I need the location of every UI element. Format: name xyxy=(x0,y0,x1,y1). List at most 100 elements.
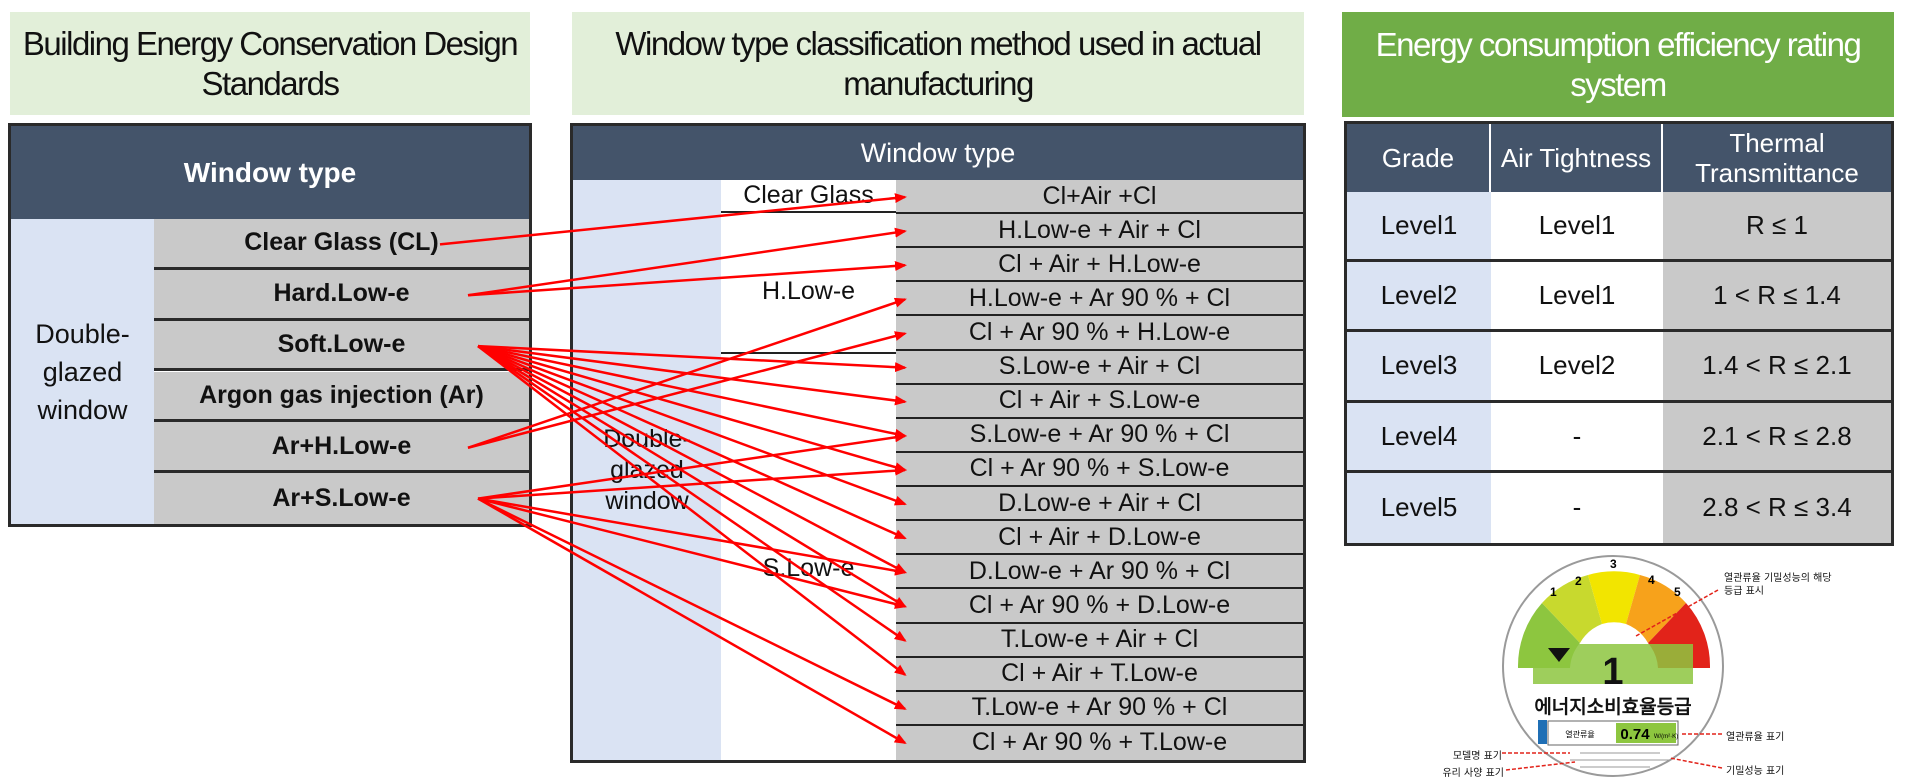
callout-right-mid: 열관류율 표기 xyxy=(1726,732,1785,743)
rating-cell-text: Level2 xyxy=(1380,280,1458,311)
rating-cell-text: R ≤ 1 xyxy=(1746,210,1808,241)
scale-5: 5 xyxy=(1674,585,1681,599)
group-clear-glass-label: Clear Glass xyxy=(743,181,874,209)
middle-header-text: Window type classification method used i… xyxy=(615,24,1262,102)
callout-left-bottom: 유리 사양 표기 xyxy=(1442,768,1504,779)
scale-segment-2 xyxy=(1542,575,1602,643)
middle-item-label: D.Low-e + Air + Cl xyxy=(998,488,1201,517)
grade-cell: Level4 xyxy=(1347,402,1491,473)
connector-arrow xyxy=(477,344,907,406)
middle-item: S.Low-e + Air + Cl xyxy=(896,350,1303,385)
col-thermal-transmittance: Thermal Transmittance xyxy=(1663,124,1891,192)
connector-arrow xyxy=(477,497,907,710)
connector-arrow xyxy=(477,345,907,642)
thermal-transmittance-cell: 1.4 < R ≤ 2.1 xyxy=(1663,332,1891,403)
rating-cell-text: - xyxy=(1572,492,1582,523)
left-item: Soft.Low-e xyxy=(154,320,529,372)
connector-arrow xyxy=(477,432,907,500)
middle-item-label: Cl + Air + H.Low-e xyxy=(998,249,1201,278)
rating-cell-text: - xyxy=(1572,420,1582,451)
thermal-transmittance-cell: 1 < R ≤ 1.4 xyxy=(1663,262,1891,333)
middle-item-label: Cl + Air + D.Low-e xyxy=(998,522,1201,551)
connector-arrow xyxy=(477,497,907,609)
rating-cell-text: Level3 xyxy=(1380,350,1458,381)
left-table-header-text: Window type xyxy=(183,156,357,188)
left-item: Clear Glass (CL) xyxy=(154,219,529,270)
connector-arrow xyxy=(477,497,907,745)
middle-item: T.Low-e + Air + Cl xyxy=(896,623,1303,658)
group-h-low-e-label: H.Low-e xyxy=(761,277,856,305)
col-grade: Grade xyxy=(1347,124,1491,192)
label-value-bg xyxy=(1616,723,1676,743)
scale-segment-4 xyxy=(1626,575,1686,643)
callout-line-left-bottom xyxy=(1505,761,1576,771)
energy-label-image: 1 1 2 3 4 5 에너지소비효율등급 열관류율 0.74 W/(m²·K)… xyxy=(1430,548,1840,779)
middle-item: H.Low-e + Air + Cl xyxy=(896,214,1303,249)
rating-cell-text: 1 < R ≤ 1.4 xyxy=(1713,280,1841,311)
label-unit: W/(m²·K) xyxy=(1654,734,1678,740)
left-item: Ar+H.Low-e xyxy=(154,422,529,474)
col-air-tightness: Air Tightness xyxy=(1491,124,1663,192)
label-value: 0.74 xyxy=(1620,726,1650,743)
rating-cell-text: Level1 xyxy=(1538,210,1616,241)
middle-item: H.Low-e + Ar 90 % + Cl xyxy=(896,282,1303,317)
grade-cell: Level2 xyxy=(1347,262,1491,333)
rating-cell-text: 2.8 < R ≤ 3.4 xyxy=(1702,492,1852,523)
middle-table-header-text: Window type xyxy=(860,137,1016,168)
callout-line-top-right xyxy=(1635,589,1719,637)
middle-item-label: Cl + Air + S.Low-e xyxy=(998,386,1201,415)
middle-item: T.Low-e + Ar 90 % + Cl xyxy=(896,691,1303,726)
middle-table-header: Window type xyxy=(573,126,1303,180)
kc-mark-icon xyxy=(1538,720,1547,744)
connector-arrow xyxy=(477,344,907,473)
rating-cell-text: Level5 xyxy=(1380,492,1458,523)
left-item-label: Hard.Low-e xyxy=(273,279,410,308)
callout-left-mid: 모델명 표기 xyxy=(1452,751,1502,762)
middle-item: Cl + Ar 90 % + T.Low-e xyxy=(896,725,1303,760)
middle-table: Window type Double-glazed window Clear G… xyxy=(570,123,1306,763)
grade-cell: Level1 xyxy=(1347,192,1491,263)
left-item-label: Ar+H.Low-e xyxy=(271,431,412,460)
air-tightness-cell: - xyxy=(1491,472,1663,543)
middle-item: Cl + Air + T.Low-e xyxy=(896,657,1303,692)
col-air-tightness-text: Air Tightness xyxy=(1500,142,1652,173)
callout-top-right: 열관류율 기밀성능의 해당등급 표시 xyxy=(1724,573,1832,597)
scale-4: 4 xyxy=(1648,573,1655,587)
thermal-transmittance-cell: R ≤ 1 xyxy=(1663,192,1891,263)
middle-row-label-text: Double-glazed window xyxy=(603,424,691,515)
left-item-label: Soft.Low-e xyxy=(277,330,406,359)
connector-arrow xyxy=(467,331,907,449)
air-tightness-cell: Level2 xyxy=(1491,332,1663,403)
rating-cell-text: Level4 xyxy=(1380,420,1458,451)
label-value-label: 열관류율 xyxy=(1565,729,1594,739)
callout-right-bottom: 기밀성능 표기 xyxy=(1726,766,1785,777)
middle-item-label: H.Low-e + Air + Cl xyxy=(998,215,1201,244)
right-header-text: Energy consumption efficiency rating sys… xyxy=(1375,25,1862,103)
scale-2: 2 xyxy=(1575,574,1582,588)
middle-item-label: Cl + Ar 90 % + D.Low-e xyxy=(968,590,1231,619)
middle-item: Cl + Ar 90 % + H.Low-e xyxy=(896,316,1303,351)
middle-row-label: Double-glazed window xyxy=(573,180,721,760)
middle-item: Cl + Air + S.Low-e xyxy=(896,384,1303,419)
connector-arrow xyxy=(439,193,907,246)
middle-item: D.Low-e + Air + Cl xyxy=(896,487,1303,522)
left-item-label: Argon gas injection (Ar) xyxy=(199,380,484,409)
connector-arrow xyxy=(467,227,907,297)
group-clear-glass: Clear Glass xyxy=(721,180,896,213)
group-h-low-e: H.Low-e xyxy=(721,215,896,354)
middle-header: Window type classification method used i… xyxy=(572,12,1304,115)
middle-item: S.Low-e + Ar 90 % + Cl xyxy=(896,418,1303,453)
middle-item: Cl + Air + D.Low-e xyxy=(896,521,1303,556)
middle-item-label: S.Low-e + Air + Cl xyxy=(998,352,1201,381)
middle-item: D.Low-e + Ar 90 % + Cl xyxy=(896,555,1303,590)
connector-arrow xyxy=(477,344,907,373)
left-item-label: Ar+S.Low-e xyxy=(272,484,411,513)
grade-cell: Level3 xyxy=(1347,332,1491,403)
middle-item-label: D.Low-e + Ar 90 % + Cl xyxy=(968,556,1231,585)
connector-arrow xyxy=(477,344,907,506)
left-item: Argon gas injection (Ar) xyxy=(154,371,529,423)
col-thermal-transmittance-text: Thermal Transmittance xyxy=(1695,128,1859,188)
energy-label-graphic: 1 1 2 3 4 5 에너지소비효율등급 열관류율 0.74 W/(m²·K) xyxy=(1502,555,1724,777)
air-tightness-cell: Level1 xyxy=(1491,262,1663,333)
